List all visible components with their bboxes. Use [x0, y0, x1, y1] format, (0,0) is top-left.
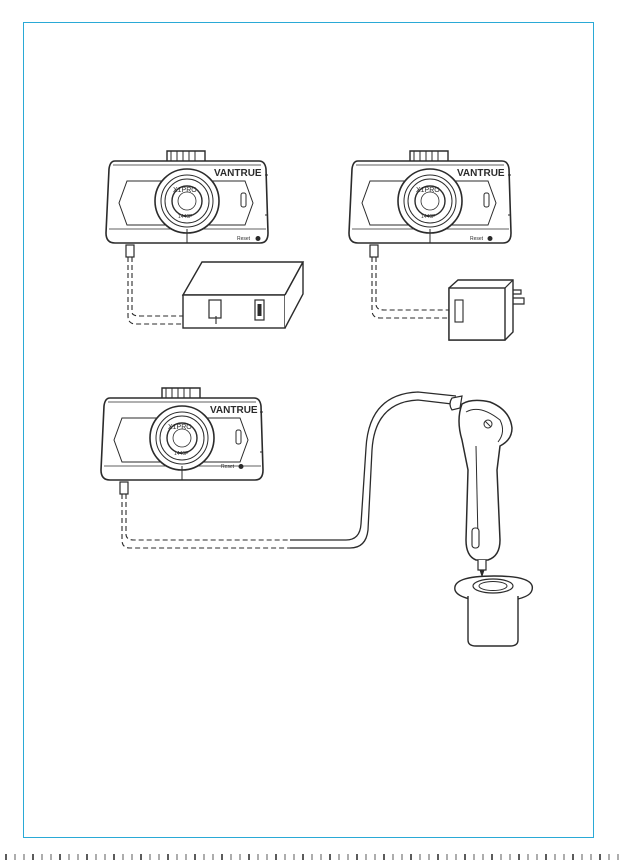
reset-label: Reset [221, 464, 235, 470]
camera-top-right: X1PRO 1440P VANTRUE Reset [349, 151, 511, 243]
camera-top-left: X1PRO 1440P VANTRUE Reset [106, 151, 268, 243]
brand-logo: VANTRUE [214, 168, 262, 179]
power-bank [183, 262, 303, 328]
lens-marking-label: 1440P [421, 214, 436, 220]
reset-label: Reset [237, 236, 251, 242]
lens-marking-label: 1440P [178, 214, 193, 220]
camera-bottom: X1PRO 1440P VANTRUE Reset [101, 388, 263, 480]
reset-button-icon [488, 236, 493, 241]
reset-button-icon [256, 236, 261, 241]
model-label: X1PRO [416, 187, 440, 194]
reset-label: Reset [470, 236, 484, 242]
crop-marks [0, 852, 621, 861]
brand-logo: VANTRUE [210, 405, 258, 416]
wall-adapter [449, 280, 524, 340]
car-charger [450, 396, 512, 576]
model-label: X1PRO [173, 187, 197, 194]
lens-marking-label: 1440P [174, 451, 189, 457]
reset-button-icon [239, 464, 244, 469]
model-label: X1PRO [168, 424, 192, 431]
brand-logo: VANTRUE [457, 168, 505, 179]
car-socket [455, 576, 533, 646]
cable-wall-charger [370, 245, 462, 318]
